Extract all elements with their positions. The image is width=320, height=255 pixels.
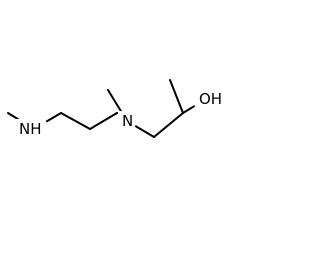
- bond-n-tertiary-to-c-methyl-n: [107, 89, 123, 113]
- bonds-layer: [7, 79, 195, 138]
- structure-canvas: NH N OH: [7, 79, 228, 139]
- atom-label-n: N: [122, 112, 133, 130]
- bond-c2-to-c3: [89, 112, 118, 130]
- molecule-structure: NH N OH: [7, 79, 228, 139]
- bond-n-amine-to-c1: [46, 112, 62, 123]
- atom-n-tertiary: N: [119, 111, 135, 131]
- atom-oh: OH: [196, 89, 228, 109]
- bond-c1-to-c2: [60, 112, 91, 130]
- atom-labels-layer: NH N OH: [16, 89, 228, 139]
- bond-c5-to-c-methyl-right: [169, 79, 184, 114]
- atom-nh: NH: [16, 119, 46, 139]
- bond-c4-to-c5: [153, 112, 184, 138]
- atom-label-nh: NH: [19, 120, 42, 138]
- bond-n-tertiary-to-c4: [135, 125, 155, 138]
- atom-label-oh: OH: [199, 90, 222, 108]
- bond-c5-to-o-hydroxyl: [182, 105, 195, 114]
- bond-c-methyl-left-to-n-amine: [7, 112, 21, 121]
